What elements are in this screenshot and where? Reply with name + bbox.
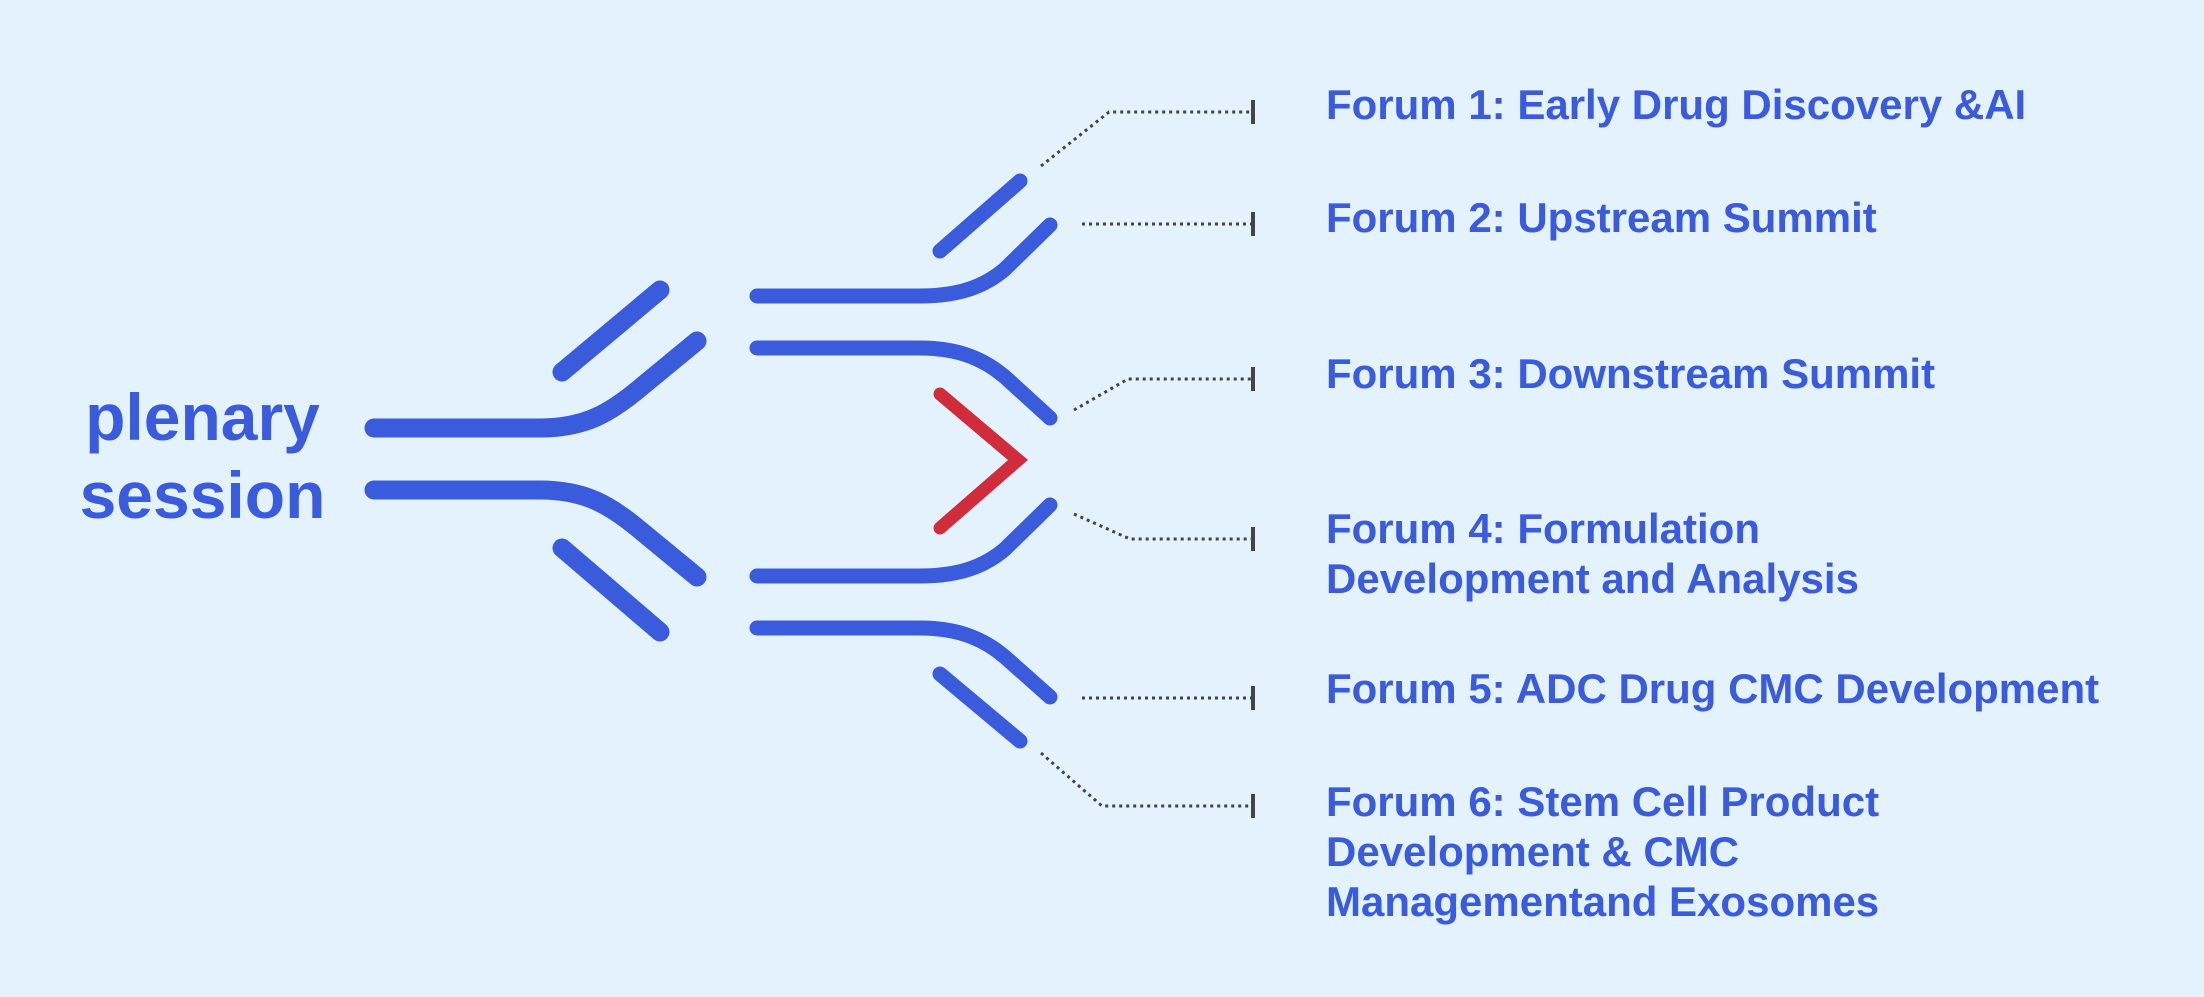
- stub-forum-1: [932, 173, 1028, 259]
- stub-upper: [552, 280, 670, 382]
- forum-4-line-2: Development and Analysis: [1326, 555, 1859, 602]
- forum-6-line-3: Managementand Exosomes: [1326, 878, 1880, 925]
- trunk-upper-branch: [364, 331, 707, 438]
- sub-branch-forum-5: [749, 620, 1058, 705]
- forum-1-line-1: Forum 1: Early Drug Discovery &AI: [1326, 81, 2027, 128]
- sub-branch-forum-4: [749, 497, 1058, 584]
- connector-forum-4: [1073, 512, 1253, 541]
- forum-3-line-1: Forum 3: Downstream Summit: [1326, 350, 1936, 397]
- plenary-session-title: plenary session: [40, 378, 365, 534]
- red-chevron-right-icon: [933, 387, 1028, 535]
- sub-branch-lines: [749, 173, 1058, 749]
- forum-5-line-1: Forum 5: ADC Drug CMC Development: [1326, 665, 2100, 712]
- forum-4-line-1: Forum 4: Formulation: [1326, 505, 1760, 552]
- connector-forum-3: [1073, 377, 1253, 412]
- sub-branch-forum-2: [749, 217, 1058, 304]
- branch-lines: [364, 280, 707, 642]
- forum-4-label: Forum 4: Formulation Development and Ana…: [1326, 504, 1859, 604]
- stub-lower: [552, 538, 670, 642]
- forum-2-line-1: Forum 2: Upstream Summit: [1326, 194, 1877, 241]
- forum-5-label: Forum 5: ADC Drug CMC Development: [1326, 664, 2099, 714]
- forum-2-label: Forum 2: Upstream Summit: [1326, 193, 1877, 243]
- forum-6-label: Forum 6: Stem Cell Product Development &…: [1326, 777, 1879, 927]
- trunk-lower-branch: [364, 480, 707, 587]
- forum-3-label: Forum 3: Downstream Summit: [1326, 349, 1935, 399]
- connector-forum-6: [1040, 751, 1253, 808]
- forum-6-line-1: Forum 6: Stem Cell Product: [1326, 778, 1880, 825]
- forum-6-line-2: Development & CMC: [1326, 828, 1740, 875]
- sub-branch-forum-3: [749, 340, 1058, 426]
- stub-forum-6: [932, 666, 1028, 749]
- title-line-1: plenary: [85, 380, 320, 454]
- connector-forum-1: [1040, 110, 1253, 168]
- dotted-connectors: [1040, 110, 1253, 808]
- forum-1-label: Forum 1: Early Drug Discovery &AI: [1326, 80, 2026, 130]
- title-line-2: session: [79, 458, 326, 532]
